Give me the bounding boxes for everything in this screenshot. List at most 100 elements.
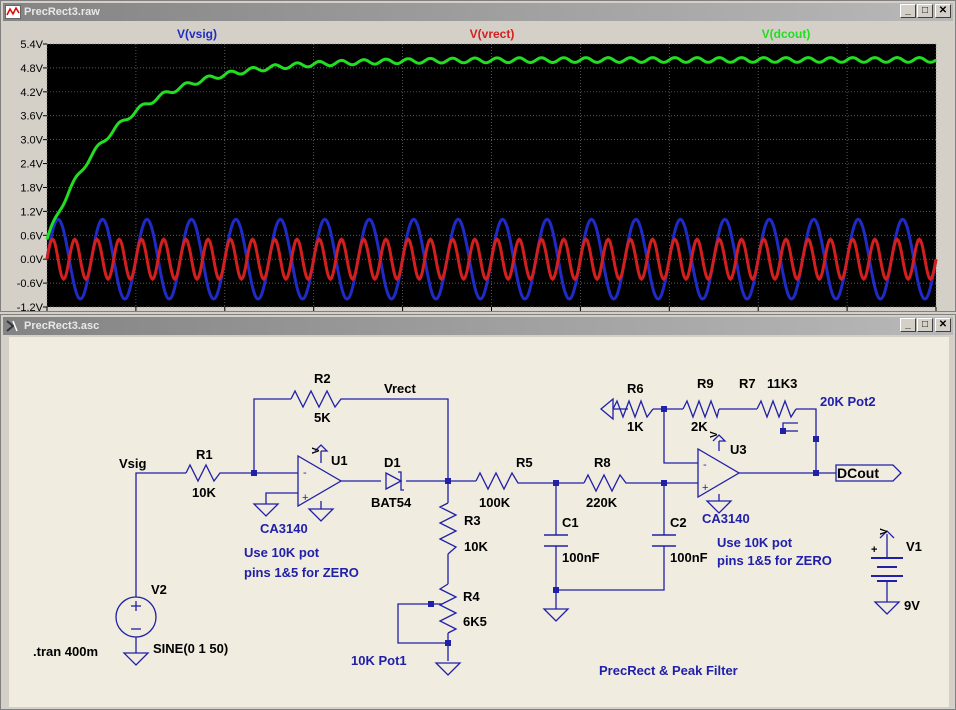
close-button[interactable]: ✕	[935, 318, 951, 332]
resistor-r4[interactable]	[438, 583, 458, 634]
net-label-vrect: Vrect	[384, 381, 416, 396]
y-tick-label: 4.8V	[20, 63, 43, 75]
trace-vvrect	[45, 237, 938, 282]
x-axis-ticks: 0ms40ms80ms120ms160ms200ms240ms280ms320m…	[46, 307, 937, 311]
waveform-titlebar[interactable]: PrecRect3.raw _ □ ✕	[3, 3, 953, 21]
close-button[interactable]: ✕	[935, 4, 951, 18]
v1-value: 9V	[904, 598, 920, 613]
y-axis-ticks: 5.4V4.8V4.2V3.6V3.0V2.4V1.8V1.2V0.6V0.0V…	[17, 39, 47, 311]
y-tick-label: 1.8V	[20, 182, 43, 194]
r4-name: R4	[463, 589, 480, 604]
schematic-footer[interactable]: PrecRect & Peak Filter	[599, 663, 738, 678]
r2-value: 5K	[314, 410, 331, 425]
u3-plus: +	[702, 482, 708, 494]
r1-value: 10K	[192, 485, 216, 500]
y-tick-label: 5.4V	[20, 39, 43, 51]
schematic-window: PrecRect3.asc _ □ ✕	[0, 314, 956, 710]
c2-value: 100nF	[670, 550, 708, 565]
trace-label-vrect[interactable]: V(vrect)	[470, 27, 515, 41]
c1-name: C1	[562, 515, 579, 530]
net-label-vsig: Vsig	[119, 456, 147, 471]
r7-name: R7	[739, 376, 756, 391]
resistor-r1[interactable]	[185, 463, 223, 483]
resistor-r9[interactable]	[682, 399, 720, 420]
r1-name: R1	[196, 447, 213, 462]
schematic-canvas[interactable]: - + - +	[1, 337, 955, 709]
v1-plus: +	[871, 544, 877, 556]
y-tick-label: 3.6V	[20, 111, 43, 123]
minimize-button[interactable]: _	[900, 4, 916, 18]
r8-name: R8	[594, 455, 611, 470]
d1-name: D1	[384, 455, 401, 470]
u1-part: CA3140	[260, 521, 308, 536]
r9-value: 2K	[691, 419, 708, 434]
r7-value: 11K3	[767, 376, 797, 391]
note1-line1[interactable]: Use 10K pot	[244, 545, 320, 560]
resistor-r8[interactable]	[583, 473, 629, 493]
r2-name: R2	[314, 371, 331, 386]
resistor-r3[interactable]	[438, 502, 458, 555]
v2-name: V2	[151, 582, 167, 597]
resistor-r2[interactable]	[290, 389, 346, 409]
dcout-port[interactable]	[835, 464, 902, 482]
waveform-app-icon	[5, 5, 21, 19]
maximize-button[interactable]: □	[917, 4, 933, 18]
u1-vplus: V	[311, 447, 322, 454]
waveform-title: PrecRect3.raw	[24, 6, 100, 18]
schematic-app-icon	[6, 320, 18, 332]
dcout-label: DCout	[837, 465, 879, 481]
capacitor-c2[interactable]	[652, 534, 676, 547]
r5-name: R5	[516, 455, 533, 470]
opamp-u1[interactable]: - +	[297, 454, 343, 508]
resistor-r7[interactable]	[756, 399, 797, 419]
resistor-r6[interactable]	[612, 399, 654, 419]
vplus-arrow-u1	[314, 444, 329, 452]
capacitor-c1[interactable]	[544, 534, 568, 547]
tran-directive[interactable]: .tran 400m	[33, 644, 98, 659]
d1-value: BAT54	[371, 495, 412, 510]
trace-label-vsig[interactable]: V(vsig)	[177, 27, 217, 41]
wires	[135, 398, 888, 661]
r3-value: 10K	[464, 539, 488, 554]
schematic-title: PrecRect3.asc	[24, 320, 100, 332]
u1-name: U1	[331, 453, 348, 468]
y-tick-label: -1.2V	[17, 302, 44, 311]
y-tick-label: 3.0V	[20, 135, 43, 147]
c2-name: C2	[670, 515, 687, 530]
r5-value: 100K	[479, 495, 511, 510]
voltage-source-v2[interactable]	[115, 596, 157, 638]
waveform-plot[interactable]: 5.4V4.8V4.2V3.6V3.0V2.4V1.8V1.2V0.6V0.0V…	[1, 23, 955, 311]
pot1-label[interactable]: 10K Pot1	[351, 653, 407, 668]
y-tick-label: 1.2V	[20, 206, 43, 218]
trace-label-dcout[interactable]: V(dcout)	[762, 27, 811, 41]
diode-d1[interactable]	[385, 471, 404, 491]
ground-symbols	[122, 397, 901, 676]
pot2-wiper	[782, 422, 798, 431]
trace-lines	[45, 55, 938, 301]
r9-name: R9	[697, 376, 714, 391]
note1-line2[interactable]: pins 1&5 for ZERO	[244, 565, 359, 580]
r6-name: R6	[627, 381, 644, 396]
y-tick-label: 0.6V	[20, 230, 43, 242]
maximize-button[interactable]: □	[917, 318, 933, 332]
note2-line1[interactable]: Use 10K pot	[717, 535, 793, 550]
u3-vplus: V	[709, 431, 720, 438]
resistor-r5[interactable]	[475, 471, 520, 491]
pot2-label[interactable]: 20K Pot2	[820, 394, 876, 409]
r8-value: 220K	[586, 495, 618, 510]
opamp-u3[interactable]: - +	[697, 447, 741, 499]
u1-plus: +	[302, 492, 308, 504]
v2-value: SINE(0 1 50)	[153, 641, 228, 656]
y-tick-label: 2.4V	[20, 159, 43, 171]
u1-minus: -	[303, 467, 307, 479]
schematic-titlebar[interactable]: PrecRect3.asc _ □ ✕	[3, 317, 953, 335]
minimize-button[interactable]: _	[900, 318, 916, 332]
battery-v1[interactable]	[871, 530, 903, 582]
c1-value: 100nF	[562, 550, 600, 565]
v1-name: V1	[906, 539, 922, 554]
r4-value: 6K5	[463, 614, 487, 629]
u3-minus: -	[703, 459, 707, 471]
note2-line2[interactable]: pins 1&5 for ZERO	[717, 553, 832, 568]
u3-part: CA3140	[702, 511, 750, 526]
